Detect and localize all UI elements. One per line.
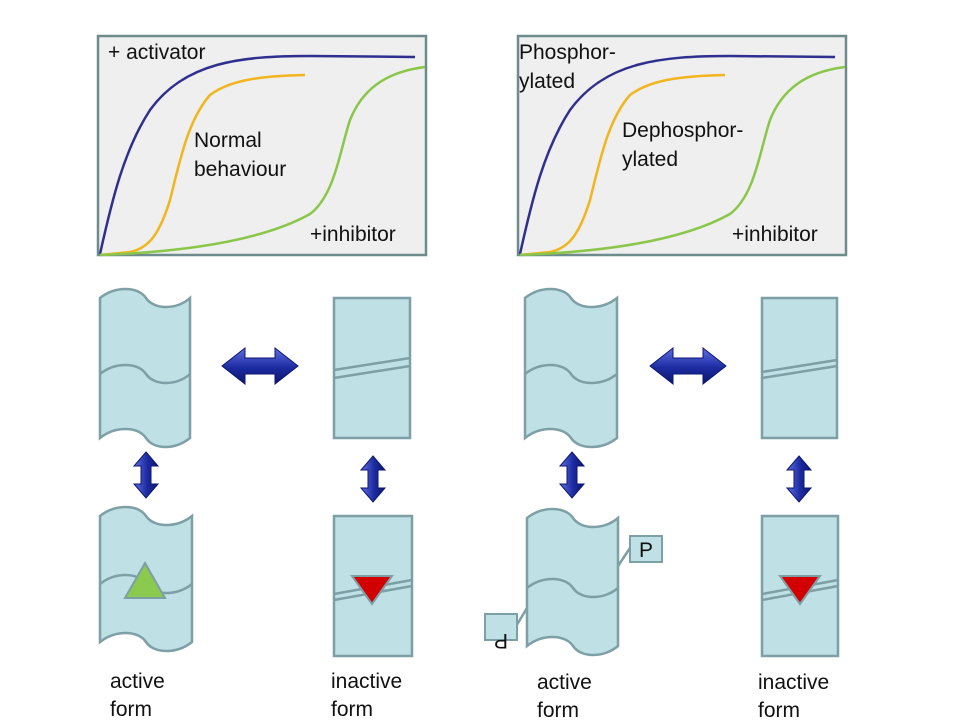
left-active-protein-top xyxy=(98,287,192,449)
protein-body xyxy=(523,287,619,449)
left-graph: + activator Normal behaviour +inhibitor xyxy=(96,34,428,257)
inhibitor-triangle-icon xyxy=(350,575,394,606)
double-arrow-horizontal-icon xyxy=(221,346,299,386)
left-normal-label-line2: behaviour xyxy=(194,158,286,181)
left-inactive-protein-top xyxy=(332,296,412,440)
phosphate-link xyxy=(616,547,632,567)
activator-triangle-icon xyxy=(123,560,167,599)
protein-body xyxy=(98,287,192,449)
protein-domain-divider xyxy=(761,358,838,380)
right-dephos-label-line1: Dephosphor- xyxy=(622,119,743,142)
right-inactive-protein-top xyxy=(760,296,839,440)
protein-domain-divider xyxy=(99,363,191,385)
right-graph-panel xyxy=(516,34,848,257)
protein-domain-divider xyxy=(524,363,618,385)
right-active-label-line1: active xyxy=(537,671,592,694)
protein-body xyxy=(332,514,414,658)
protein-domain-divider xyxy=(333,356,411,380)
left-normal-label-line1: Normal xyxy=(194,129,262,152)
phosphate-tag-upper: P xyxy=(629,535,663,563)
right-inactive-protein-bound xyxy=(760,514,840,658)
right-active-protein-top xyxy=(523,287,619,449)
left-inactive-label-line1: inactive xyxy=(331,670,402,693)
right-curve-phosphorylated xyxy=(518,54,836,255)
right-phos-label-line1: Phosphor- xyxy=(519,41,616,64)
left-inactive-protein-bound xyxy=(332,514,414,658)
right-graph: Phosphor- ylated Dephosphor- ylated +inh… xyxy=(516,34,848,257)
right-curve-inhibitor xyxy=(519,65,846,257)
left-inhibitor-label: +inhibitor xyxy=(310,223,396,246)
left-active-label-line1: active xyxy=(110,670,165,693)
right-curve-dephosphorylated xyxy=(519,73,726,257)
right-phos-label-line2: ylated xyxy=(519,70,575,93)
phosphate-tag-text: P xyxy=(639,539,653,562)
left-inactive-label-line2: form xyxy=(331,698,373,720)
left-curve-normal xyxy=(99,73,306,257)
protein-domain-divider xyxy=(526,577,619,599)
double-arrow-vertical-icon xyxy=(785,455,813,503)
phosphate-tag-lower: P xyxy=(484,613,518,652)
protein-body xyxy=(525,507,620,657)
right-phosphorylated-protein: P P xyxy=(484,507,663,657)
double-arrow-vertical-icon xyxy=(558,451,586,499)
left-curve-inhibitor xyxy=(99,65,426,257)
right-inhibitor-label: +inhibitor xyxy=(732,223,818,246)
right-dephos-label-line2: ylated xyxy=(622,148,678,171)
right-inactive-label-line1: inactive xyxy=(758,671,829,694)
left-active-protein-bound xyxy=(98,505,194,653)
inhibitor-triangle-icon xyxy=(778,575,822,606)
left-activator-label: + activator xyxy=(108,41,205,64)
phosphate-tag-text: P xyxy=(494,629,508,652)
double-arrow-vertical-icon xyxy=(132,451,160,499)
right-inactive-label-line2: form xyxy=(758,699,800,720)
right-active-label-line2: form xyxy=(537,699,579,720)
left-curve-activator xyxy=(98,54,416,255)
left-active-label-line2: form xyxy=(110,698,152,720)
double-arrow-horizontal-icon xyxy=(649,346,727,386)
double-arrow-vertical-icon xyxy=(359,455,387,503)
left-graph-panel xyxy=(96,34,428,257)
